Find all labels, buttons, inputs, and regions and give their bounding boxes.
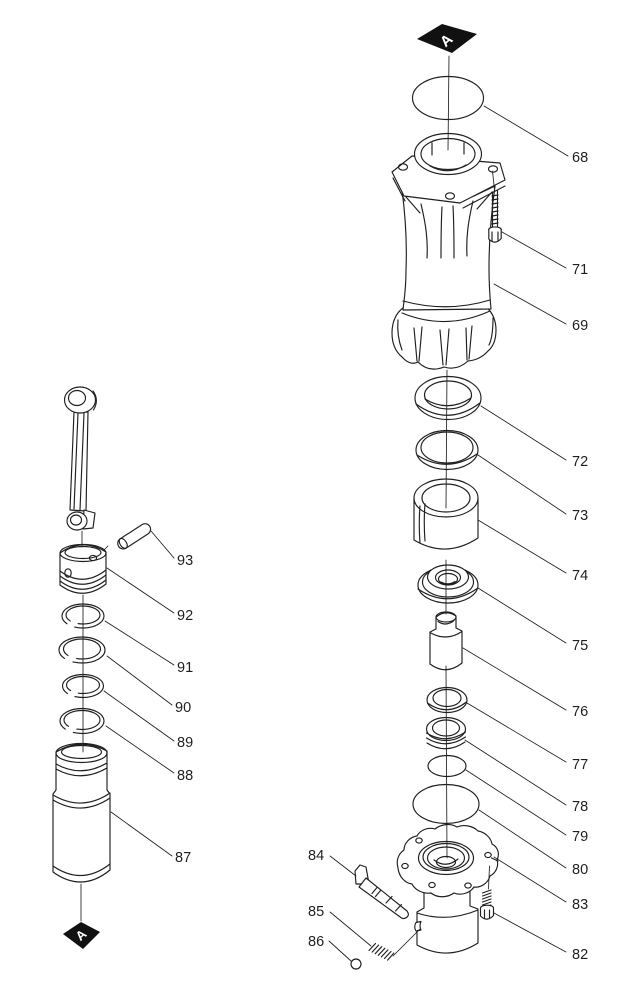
leader-lines (103, 105, 569, 962)
callout-87: 87 (175, 850, 191, 866)
part-84-lever (354, 864, 409, 920)
part-connecting-rod (63, 386, 97, 531)
callout-76: 76 (572, 704, 588, 720)
part-75-washer (417, 564, 479, 604)
callout-79: 79 (572, 829, 588, 845)
callout-92: 92 (177, 608, 193, 624)
callout-88: 88 (177, 768, 193, 784)
callout-84: 84 (308, 848, 324, 864)
part-92-piston (59, 543, 107, 594)
part-87-cylinder (52, 742, 111, 883)
part-79-ring (427, 754, 467, 778)
part-69-cylinder-housing (391, 132, 506, 370)
callout-77: 77 (572, 757, 588, 773)
part-76-cylinder (429, 611, 463, 671)
callout-91: 91 (177, 660, 193, 676)
part-86-ball (350, 958, 362, 970)
part-90-ring (58, 636, 106, 664)
callout-89: 89 (177, 735, 193, 751)
callout-78: 78 (572, 799, 588, 815)
callout-75: 75 (572, 638, 588, 654)
part-74-sleeve (413, 478, 479, 550)
callout-labels: 68 71 69 72 73 74 75 76 77 78 79 80 83 8… (175, 150, 588, 963)
part-72-ring (414, 375, 482, 421)
part-71-screw (488, 170, 502, 243)
part-82-screw (479, 865, 495, 920)
section-marker-a-top: A (417, 24, 477, 53)
part-77-ring (426, 686, 468, 714)
part-73-ring (415, 429, 479, 471)
part-93-pin (97, 523, 152, 557)
callout-71: 71 (572, 262, 588, 278)
callout-86: 86 (308, 934, 324, 950)
part-88-ring (59, 707, 105, 735)
callout-85: 85 (308, 904, 324, 920)
part-85-spring (368, 942, 395, 961)
callout-93: 93 (177, 553, 193, 569)
callout-83: 83 (572, 897, 588, 913)
callout-90: 90 (175, 700, 191, 716)
callout-80: 80 (572, 862, 588, 878)
section-marker-a-bottom: A (63, 922, 100, 949)
callout-69: 69 (572, 318, 588, 334)
callout-74: 74 (572, 568, 588, 584)
part-83-housing (396, 823, 499, 954)
assembly-axis-lines (80, 55, 450, 922)
part-80-ring (412, 783, 480, 825)
callout-68: 68 (572, 150, 588, 166)
callout-72: 72 (572, 454, 588, 470)
callout-82: 82 (572, 947, 588, 963)
callout-73: 73 (572, 508, 588, 524)
